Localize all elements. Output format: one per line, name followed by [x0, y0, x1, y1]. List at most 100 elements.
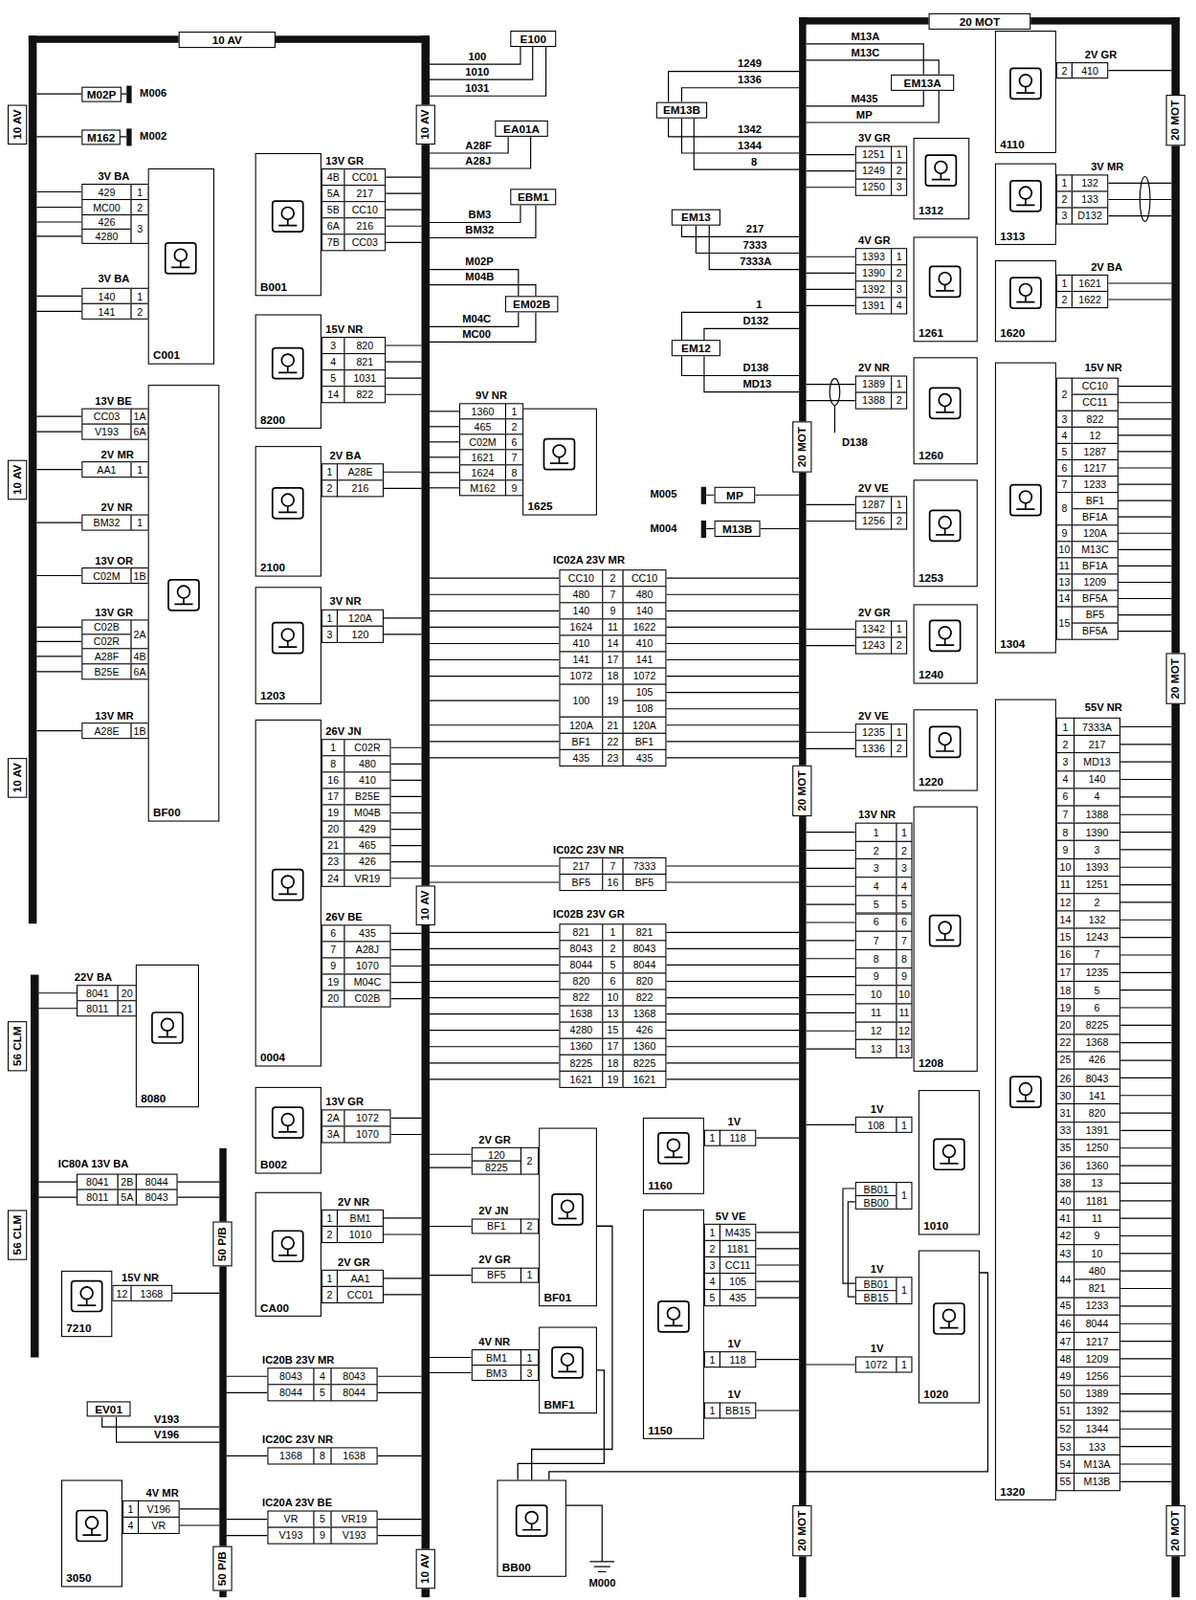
- pin-cell: 8043: [135, 1189, 178, 1206]
- pin-cell: BM1: [336, 1209, 384, 1227]
- pin-cell: BM1: [471, 1349, 522, 1366]
- pin-cell: 118: [719, 1351, 756, 1368]
- pin-cell: 1: [890, 495, 908, 513]
- pin-label: 8: [750, 155, 758, 168]
- pin-cell: 3: [1056, 410, 1073, 428]
- component-symbol: [270, 1105, 306, 1140]
- pin-cell: BF1: [622, 732, 667, 751]
- pin-cell: 14: [1056, 910, 1075, 930]
- pin-cell: 17: [321, 787, 346, 805]
- wire: [429, 410, 460, 412]
- wire: [806, 1048, 856, 1050]
- pin-cell: 2: [890, 637, 908, 655]
- wire: [226, 1375, 268, 1377]
- ground-symbol: [701, 520, 707, 538]
- pin-cell: 133: [1071, 190, 1108, 208]
- wire: [429, 931, 559, 933]
- wire: [429, 659, 559, 661]
- pin-cell: 26: [1056, 1068, 1075, 1087]
- wire: [806, 272, 856, 274]
- wire: [1120, 831, 1172, 833]
- pin-label: 2V JN: [477, 1205, 510, 1218]
- pin-cell: C02R: [81, 633, 132, 649]
- wire: [39, 1196, 77, 1197]
- pin-cell: 1368: [131, 1284, 174, 1302]
- wire: [665, 1062, 799, 1064]
- pin-cell: 9: [895, 967, 912, 987]
- harness-label: 10 AV: [7, 757, 27, 798]
- pin-cell: 1B: [131, 722, 150, 739]
- wire: [806, 504, 856, 506]
- pin-cell: 2: [601, 939, 623, 957]
- pin-cell: 1342: [855, 620, 892, 638]
- wire: [665, 675, 799, 677]
- wire: [1118, 483, 1172, 485]
- wire: [390, 997, 421, 999]
- pin-cell: VR19: [343, 869, 391, 887]
- pin-cell: 6: [505, 433, 524, 450]
- pin-cell: 2A: [131, 619, 150, 649]
- pin-cell: 12: [111, 1284, 132, 1302]
- pin-cell: 141: [1073, 1085, 1121, 1105]
- wire: [1118, 385, 1172, 387]
- wire: [429, 756, 559, 758]
- pin-cell: 8: [321, 754, 346, 773]
- wire: [429, 948, 559, 950]
- node-label: EM13: [681, 211, 711, 224]
- pin-cell: 8043: [1073, 1068, 1121, 1087]
- pin-cell: 8041: [76, 1173, 119, 1191]
- pin-cell: 1: [890, 247, 908, 266]
- wire: [806, 904, 856, 906]
- pin-cell: BF1A: [1071, 556, 1119, 575]
- splice-wire: [102, 44, 940, 1442]
- pin-cell: 435: [622, 749, 667, 767]
- pin-cell: 6: [321, 924, 346, 942]
- wire: [806, 921, 856, 923]
- wire: [665, 996, 799, 998]
- pin-cell: 4: [1056, 770, 1075, 789]
- pin-cell: V193: [81, 423, 132, 441]
- connector-header: IC02B 23V GR: [551, 903, 679, 922]
- pin-label: V193: [153, 1413, 180, 1425]
- pin-cell: 410: [1071, 62, 1108, 79]
- pin-label: 13V BE: [93, 396, 133, 408]
- component-symbol: [930, 1136, 966, 1172]
- pin-cell: 2B: [117, 1173, 137, 1191]
- pin-cell: 9: [505, 479, 524, 496]
- pin-cell: 1344: [1073, 1419, 1121, 1439]
- pin-label: 3V BA: [96, 273, 131, 286]
- component-symbol: [927, 264, 962, 299]
- pin-cell: 1072: [622, 667, 667, 686]
- pin-cell: 410: [343, 771, 391, 789]
- node-label: EV01: [94, 1402, 123, 1416]
- pin-cell: 5: [1056, 442, 1073, 461]
- wire: [806, 748, 856, 750]
- pin-cell: 6A: [321, 217, 346, 235]
- wire: [1120, 1147, 1172, 1149]
- wire: [36, 206, 82, 208]
- wire: [806, 849, 856, 851]
- wire: [36, 431, 82, 433]
- pin-cell: 4B: [131, 647, 150, 665]
- pin-label: BM32: [464, 224, 495, 237]
- ground-symbol: [701, 487, 707, 505]
- ground-symbol: [126, 86, 132, 104]
- component-box: 1150: [642, 1209, 705, 1440]
- harness-label: 10 AV: [416, 1548, 436, 1589]
- pin-cell: 9: [1056, 840, 1075, 859]
- wire: [429, 964, 559, 966]
- wire: [806, 305, 856, 307]
- pin-cell: 8044: [331, 1383, 378, 1401]
- pin-cell: 141: [81, 303, 132, 320]
- wire: [1118, 614, 1172, 616]
- node-label: 0004: [260, 1051, 286, 1064]
- component-box: 1260: [913, 356, 978, 465]
- pin-cell: BF1: [558, 732, 603, 751]
- pin-cell: 7: [601, 857, 623, 875]
- splice-wire: [668, 71, 800, 393]
- pin-cell: 10: [1073, 1243, 1121, 1263]
- pin-cell: 820: [343, 336, 386, 355]
- node-label: 1620: [999, 326, 1025, 339]
- wire: [1118, 532, 1172, 534]
- pin-cell: 1: [890, 375, 908, 393]
